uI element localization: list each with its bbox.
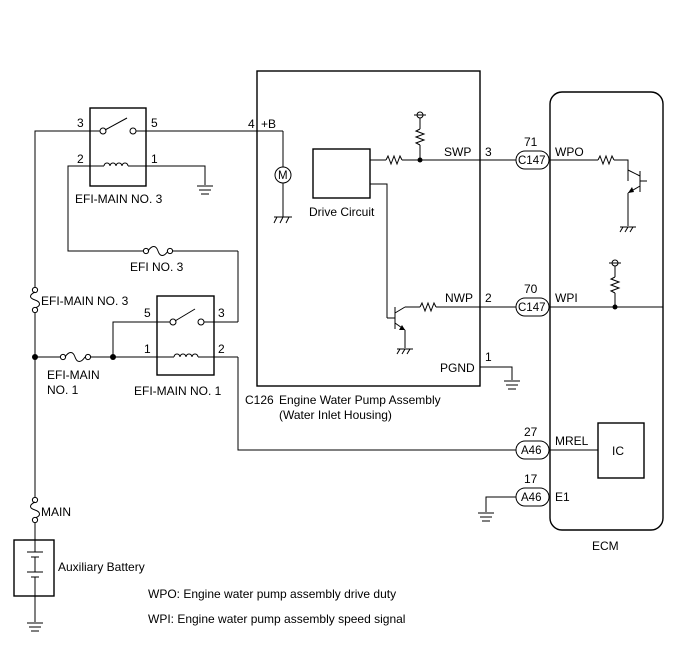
efi-main1-relay-box <box>156 295 215 376</box>
legend: WPO: Engine water pump assembly drive du… <box>148 587 405 626</box>
ground-icon <box>504 380 520 390</box>
pullup-resistor-icon <box>609 276 621 294</box>
ecm-pin-number: 71 <box>524 135 538 149</box>
pump-pin4-number: 4 <box>248 117 255 131</box>
resistor-icon <box>597 154 615 166</box>
relay1-pin1: 1 <box>144 342 151 356</box>
pump-connector-label: C126 <box>245 393 274 407</box>
efi-no3-fuse <box>142 246 174 256</box>
relay3-contact-a <box>99 127 107 135</box>
ground-icon <box>27 622 43 632</box>
pump-pin-pgnd-number: 1 <box>485 350 492 364</box>
pump-pin-swp-name: SWP <box>444 145 471 159</box>
pump-title-line1: Engine Water Pump Assembly <box>279 393 441 407</box>
relay3-pin2: 2 <box>77 152 84 166</box>
ecm-pin-name: E1 <box>555 490 570 504</box>
relay1-pin3: 3 <box>218 306 225 320</box>
connector-label: A46 <box>521 492 541 504</box>
connector-label: A46 <box>521 445 541 457</box>
motor-symbol: M <box>278 170 288 182</box>
pump-pin-nwp-number: 2 <box>485 291 492 305</box>
ic-label: IC <box>612 444 624 458</box>
ground-icon <box>478 512 494 522</box>
main-fuse <box>30 496 40 524</box>
ecm-label: ECM <box>592 539 619 553</box>
pump-title-line2: (Water Inlet Housing) <box>279 408 392 422</box>
pump-pin-swp-number: 3 <box>485 145 492 159</box>
wire-main-bus-upper <box>34 130 90 288</box>
ecm-connector-e1: A46 17 E1 <box>515 472 570 507</box>
ecm-pin-number: 17 <box>524 472 538 486</box>
drive-circuit-label: Drive Circuit <box>309 205 375 219</box>
transistor-icon <box>387 306 420 348</box>
drive-circuit-box <box>312 148 371 199</box>
ecm-pin-name: WPI <box>555 291 578 305</box>
wire-relay3-coil <box>67 165 143 252</box>
relay3-pin3: 3 <box>77 116 84 130</box>
main-fuse-label: MAIN <box>41 505 71 519</box>
battery-label: Auxiliary Battery <box>58 560 145 574</box>
efi-no3-fuse-label: EFI NO. 3 <box>130 260 184 274</box>
ecm-connector-wpo: C147 71 WPO <box>515 135 584 170</box>
transistor-icon <box>627 169 647 226</box>
chassis-ground-icon <box>619 226 636 233</box>
relay3-pin1: 1 <box>151 152 158 166</box>
relay3-coil <box>103 162 129 167</box>
ecm-connector-wpi: C147 70 WPI <box>515 282 578 317</box>
wire-mrel <box>237 357 516 451</box>
efi-main-no1-relay: 5 3 1 2 EFI-MAIN NO. 1 <box>134 295 238 398</box>
ecm-pin-number: 27 <box>524 425 538 439</box>
ic-box <box>597 422 645 479</box>
efi-main1-fuse-label-1: EFI-MAIN <box>47 368 100 382</box>
efi-main3-relay-label: EFI-MAIN NO. 3 <box>75 192 163 206</box>
ecm: ECM C147 71 WPO C147 70 WPI A46 27 MREL … <box>515 91 664 553</box>
relay1-switch-arm <box>174 308 196 322</box>
relay3-contact-b <box>129 127 137 135</box>
efi-main1-relay-label: EFI-MAIN NO. 1 <box>134 384 222 398</box>
ecm-connector-mrel: A46 27 MREL <box>515 425 589 460</box>
ecm-box <box>549 91 664 531</box>
connector-label: C147 <box>518 155 546 167</box>
efi-main1-fuse <box>59 352 92 362</box>
ecm-pin-number: 70 <box>524 282 538 296</box>
auxiliary-battery <box>13 539 55 597</box>
chassis-ground-icon <box>396 348 413 355</box>
resistor-icon <box>385 154 403 166</box>
pump-pin-pgnd-name: PGND <box>440 361 475 375</box>
chassis-ground-icon <box>273 216 292 224</box>
efi-main-no3-relay: 3 5 2 1 EFI-MAIN NO. 3 <box>75 107 163 206</box>
pump-pin-nwp-name: NWP <box>445 291 473 305</box>
legend-wpi: WPI: Engine water pump assembly speed si… <box>148 612 405 626</box>
relay3-pin5: 5 <box>151 116 158 130</box>
efi-main3-fuse <box>30 286 40 314</box>
relay3-switch-arm <box>104 117 128 131</box>
resistor-icon <box>419 301 437 313</box>
legend-wpo: WPO: Engine water pump assembly drive du… <box>148 587 396 601</box>
ground-icon <box>197 185 213 195</box>
pump-assembly-box <box>256 70 481 387</box>
pullup-resistor-icon <box>414 128 426 146</box>
relay1-pin2: 2 <box>218 342 225 356</box>
battery-box <box>13 539 55 597</box>
relay1-pin5: 5 <box>144 306 151 320</box>
relay1-coil <box>173 353 199 358</box>
engine-water-pump-assembly: 4 +B M Drive Circuit SWP 3 <box>245 70 492 422</box>
efi-main1-fuse-label-2: NO. 1 <box>47 383 79 397</box>
efi-main3-relay-box <box>89 107 147 187</box>
connector-label: C147 <box>518 302 546 314</box>
pump-pin-plus-b-name: +B <box>261 117 276 131</box>
ecm-pin-name: MREL <box>555 434 589 448</box>
efi-main3-fuse-label: EFI-MAIN NO. 3 <box>41 294 129 308</box>
ecm-pin-name: WPO <box>555 145 584 159</box>
